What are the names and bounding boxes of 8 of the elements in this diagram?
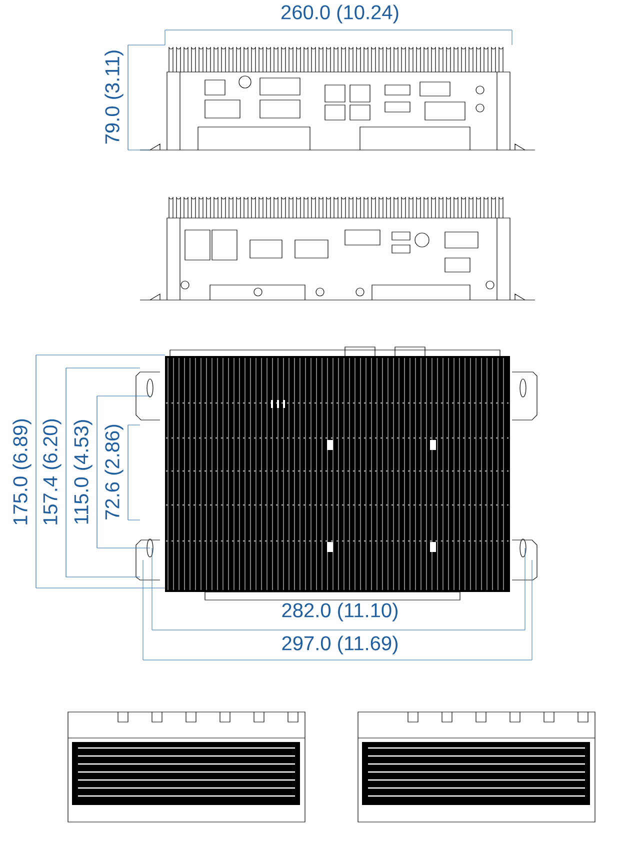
dimension-text: 157.4 (6.20): [42, 419, 62, 524]
dimension-text: 297.0 (11.69): [282, 636, 398, 654]
dimension-text: 260.0 (10.24): [282, 4, 398, 24]
dimension-text: 175.0 (6.89): [12, 419, 32, 524]
dimension-text: 282.0 (11.10): [282, 602, 398, 622]
dimension-text: 115.0 (4.53): [74, 420, 92, 524]
dimension-text: 79.0 (3.11): [104, 50, 124, 144]
dimension-text: 72.6 (2.86): [104, 424, 124, 520]
